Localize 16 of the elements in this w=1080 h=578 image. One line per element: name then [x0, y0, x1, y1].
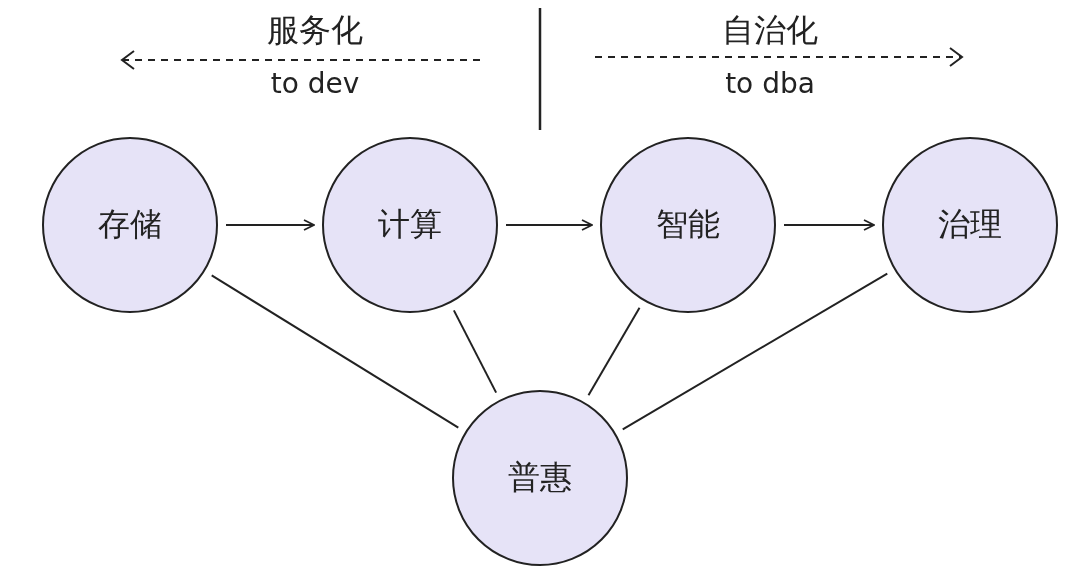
circle-node: 计算	[322, 137, 498, 313]
connector-line	[452, 309, 498, 394]
heading-label: 服务化	[267, 14, 363, 46]
connector-line	[621, 272, 889, 431]
arrow	[505, 219, 593, 231]
caption-label: to dev	[270, 70, 360, 98]
circle-node: 存储	[42, 137, 218, 313]
circle-node: 智能	[600, 137, 776, 313]
circle-node: 普惠	[452, 390, 628, 566]
arrow	[225, 219, 315, 231]
connector-line	[587, 306, 641, 397]
arrow	[783, 219, 875, 231]
circle-node: 治理	[882, 137, 1058, 313]
caption-label: to dba	[725, 70, 815, 98]
connector-line	[210, 274, 460, 429]
heading-label: 自治化	[722, 14, 818, 46]
